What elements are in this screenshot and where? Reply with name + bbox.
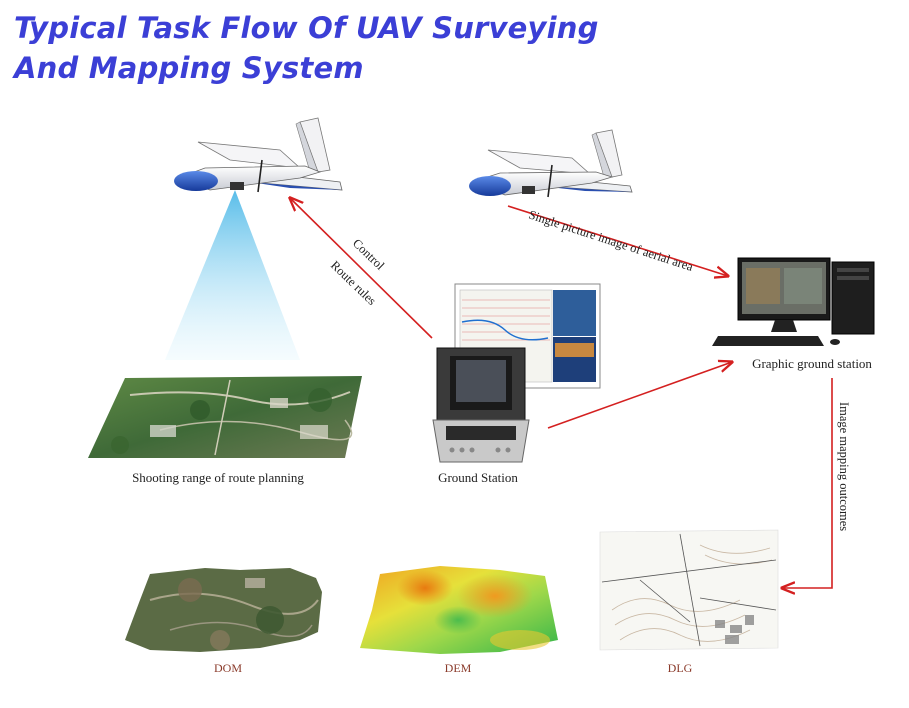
ground-station-label: Ground Station [438, 470, 518, 485]
dlg-label: DLG [668, 661, 693, 675]
dem-elevation-image [360, 566, 558, 654]
single-picture-label: Single picture image of aerial area [527, 208, 695, 275]
dlg-line-map-image [599, 529, 779, 651]
scan-beam [165, 190, 300, 360]
arrow-pc-to-dlg [782, 378, 833, 588]
graphic-ground-station-label: Graphic ground station [752, 356, 872, 371]
dem-label: DEM [445, 661, 472, 675]
arrow-station-to-pc [547, 362, 732, 429]
planning-software-screen [454, 283, 601, 389]
control-label: Control [350, 236, 388, 273]
desktop-computer-icon [712, 257, 875, 346]
title-line-1: Typical Task Flow Of UAV Surveying [14, 11, 599, 45]
shooting-range-label: Shooting range of route planning [132, 470, 304, 485]
dom-orthophoto-image [125, 568, 322, 652]
dom-label: DOM [214, 661, 242, 675]
ground-station-case-icon [432, 347, 530, 463]
aerial-photo-image [88, 376, 362, 458]
arrow-uav-to-pc [507, 205, 728, 276]
title-line-2: And Mapping System [14, 51, 364, 85]
uav-right-icon [469, 129, 633, 198]
uav-left-icon [174, 117, 343, 193]
image-mapping-label: Image mapping outcomes [837, 402, 851, 531]
diagram-title: Typical Task Flow Of UAV Surveying And M… [14, 8, 599, 88]
arrow-control-to-uav [290, 198, 433, 339]
